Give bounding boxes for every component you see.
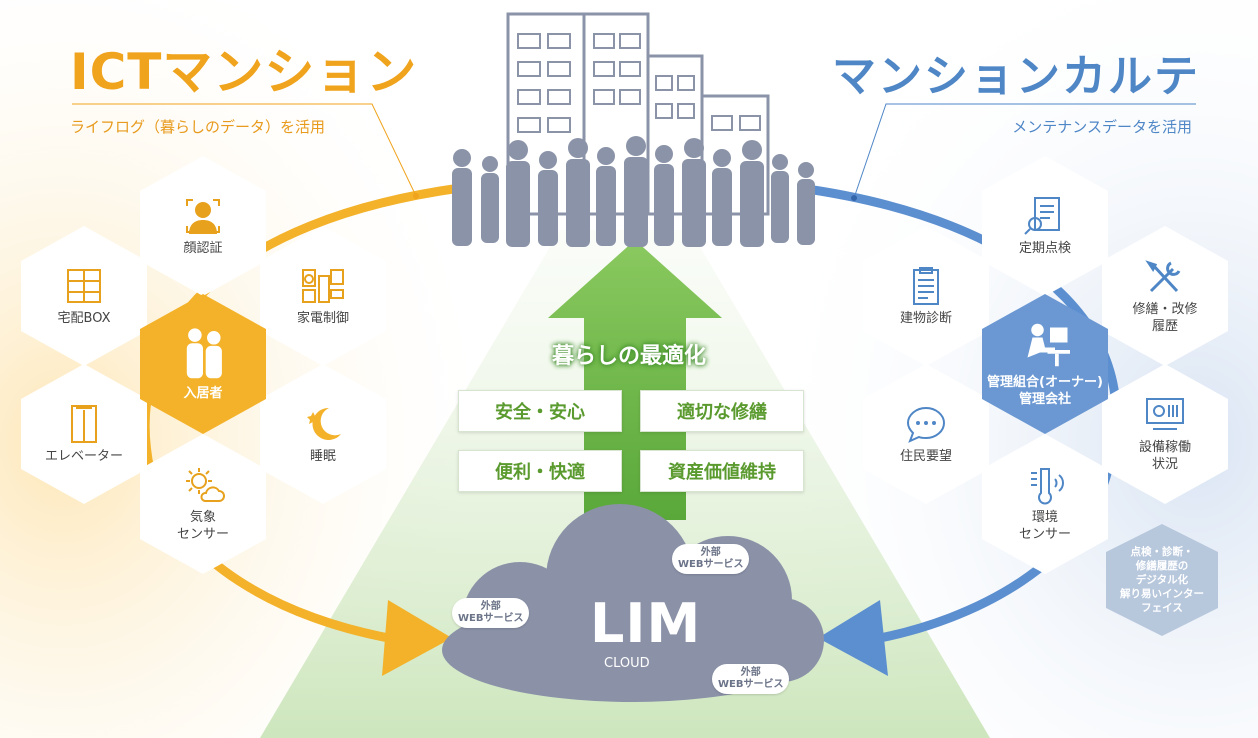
right-leader: [853, 103, 1196, 199]
hex-label: 宅配BOX: [57, 310, 111, 326]
external-web-service-2: 外部 WEBサービス: [672, 544, 750, 574]
external-web-service-1: 外部 WEBサービス: [452, 598, 530, 628]
hex-label: 気象 センサー: [176, 510, 229, 542]
thermometer-icon: [1031, 468, 1064, 505]
hex-label: 顔認証: [183, 240, 223, 256]
appliance-icon: [302, 268, 344, 303]
checklist-icon: [1024, 196, 1060, 235]
mansion-karte-title: マンションカルテ: [832, 51, 1200, 102]
chat-icon: [906, 406, 946, 443]
tools-icon: [1145, 260, 1181, 293]
box-safety: 安全・安心: [458, 390, 622, 432]
box-proper-repair: 適切な修繕: [640, 390, 804, 432]
ict-mansion-title: ICTマンション: [70, 43, 418, 101]
external-web-service-3: 外部 WEBサービス: [712, 664, 790, 694]
hex-label: 家電制御: [296, 310, 349, 326]
box-convenience: 便利・快適: [458, 450, 622, 492]
hex-environment-sensor: 環境 センサー: [982, 434, 1108, 574]
hex-label: 環境 センサー: [1018, 510, 1071, 542]
left-leader: [72, 103, 417, 197]
feature-note-text: 点検・診断・ 修繕履歴の デジタル化 解り易いインター フェイス: [1120, 546, 1204, 614]
hex-label: 設備稼働 状況: [1138, 440, 1191, 472]
box-asset-value: 資産価値維持: [640, 450, 804, 492]
manager-icon: [1027, 323, 1070, 367]
face-icon: [186, 198, 220, 234]
hex-resident-requests: 住民要望: [863, 364, 989, 504]
lim-cloud-sub: CLOUD: [604, 656, 650, 671]
elevator-icon: [71, 404, 97, 443]
hex-label: 建物診断: [899, 310, 952, 326]
blue-arrowhead: [818, 600, 888, 676]
ict-mansion-subtitle: ライフログ（暮らしのデータ）を活用: [70, 118, 326, 136]
moon-icon: [307, 407, 341, 440]
hex-management-center: 管理組合(オーナー) 管理会社: [982, 294, 1108, 434]
optimization-slogan: 暮らしの最適化: [551, 344, 706, 369]
hex-equipment-status: 設備稼働 状況: [1102, 364, 1228, 504]
hex-sleep: 睡眠: [260, 364, 386, 504]
hex-center-label: 入居者: [183, 385, 223, 401]
hex-center-label: 管理組合(オーナー) 管理会社: [987, 375, 1103, 407]
mansion-karte-subtitle: メンテナンスデータを活用: [1012, 118, 1192, 136]
hex-label: 定期点検: [1018, 240, 1071, 256]
hex-residents-center: 入居者: [140, 294, 266, 434]
locker-icon: [67, 268, 101, 303]
hex-label: 住民要望: [899, 448, 952, 464]
monitor-icon: [1146, 398, 1184, 430]
hex-label: エレベーター: [44, 448, 123, 464]
residents-crowd: [452, 136, 815, 247]
feature-note: 点検・診断・ 修繕履歴の デジタル化 解り易いインター フェイス: [1106, 524, 1218, 636]
lim-cloud-name: LIM: [590, 592, 702, 655]
clipboard-icon: [913, 266, 939, 305]
residents-icon: [186, 327, 222, 378]
hex-label: 修繕・改修 履歴: [1132, 302, 1198, 334]
orange-arrowhead: [382, 600, 452, 676]
hex-label: 睡眠: [309, 448, 336, 464]
hex-elevator: エレベーター: [21, 364, 147, 504]
weather-icon: [186, 468, 225, 502]
